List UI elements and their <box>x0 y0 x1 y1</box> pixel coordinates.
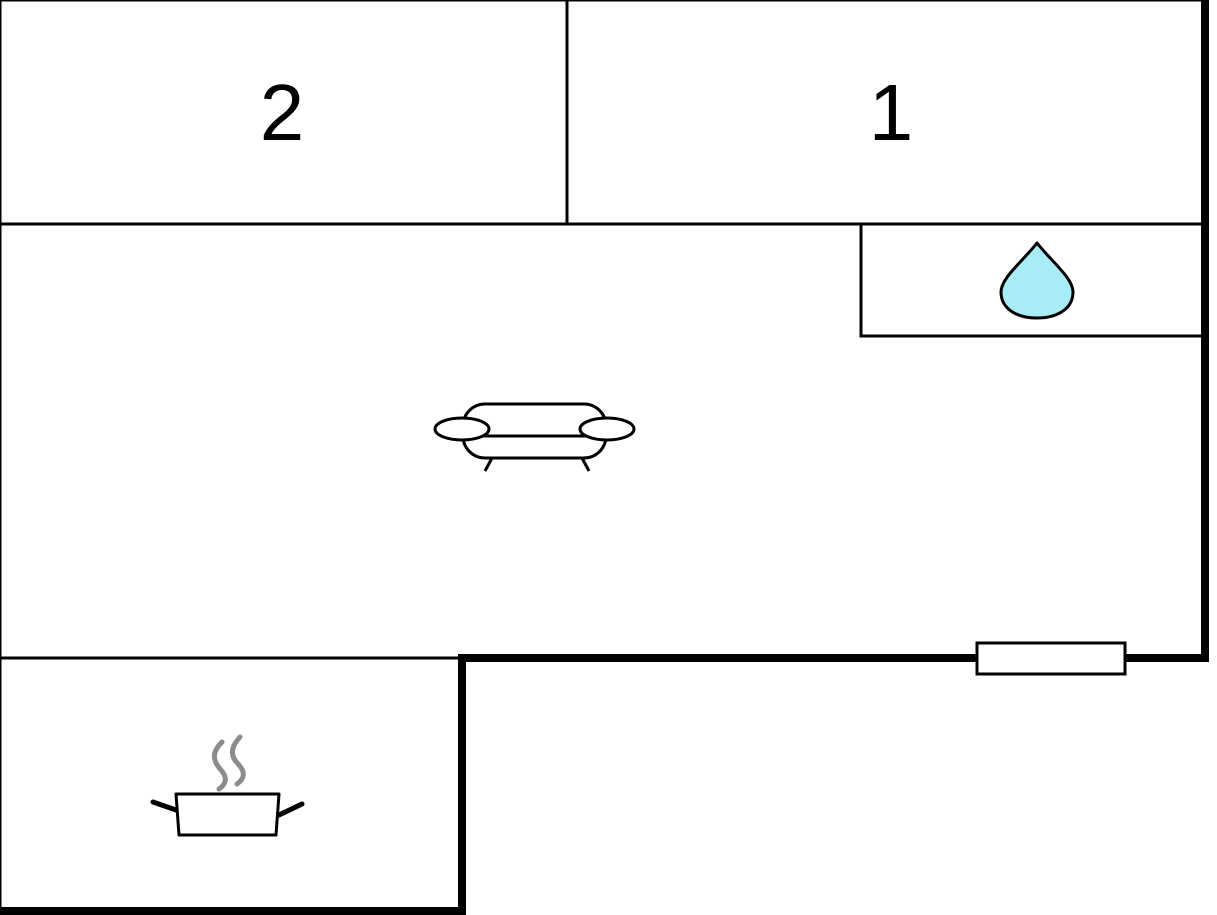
kitchen <box>0 656 466 915</box>
window-icon <box>975 641 1127 676</box>
room-1: 1 <box>565 0 1207 226</box>
room-label-1: 1 <box>869 68 914 157</box>
room-label-2: 2 <box>260 68 305 157</box>
bathroom <box>859 222 1207 338</box>
room-2: 2 <box>0 0 569 226</box>
sofa-icon <box>433 402 636 472</box>
cooking-pot-icon <box>150 734 305 837</box>
water-drop-icon <box>999 241 1075 320</box>
